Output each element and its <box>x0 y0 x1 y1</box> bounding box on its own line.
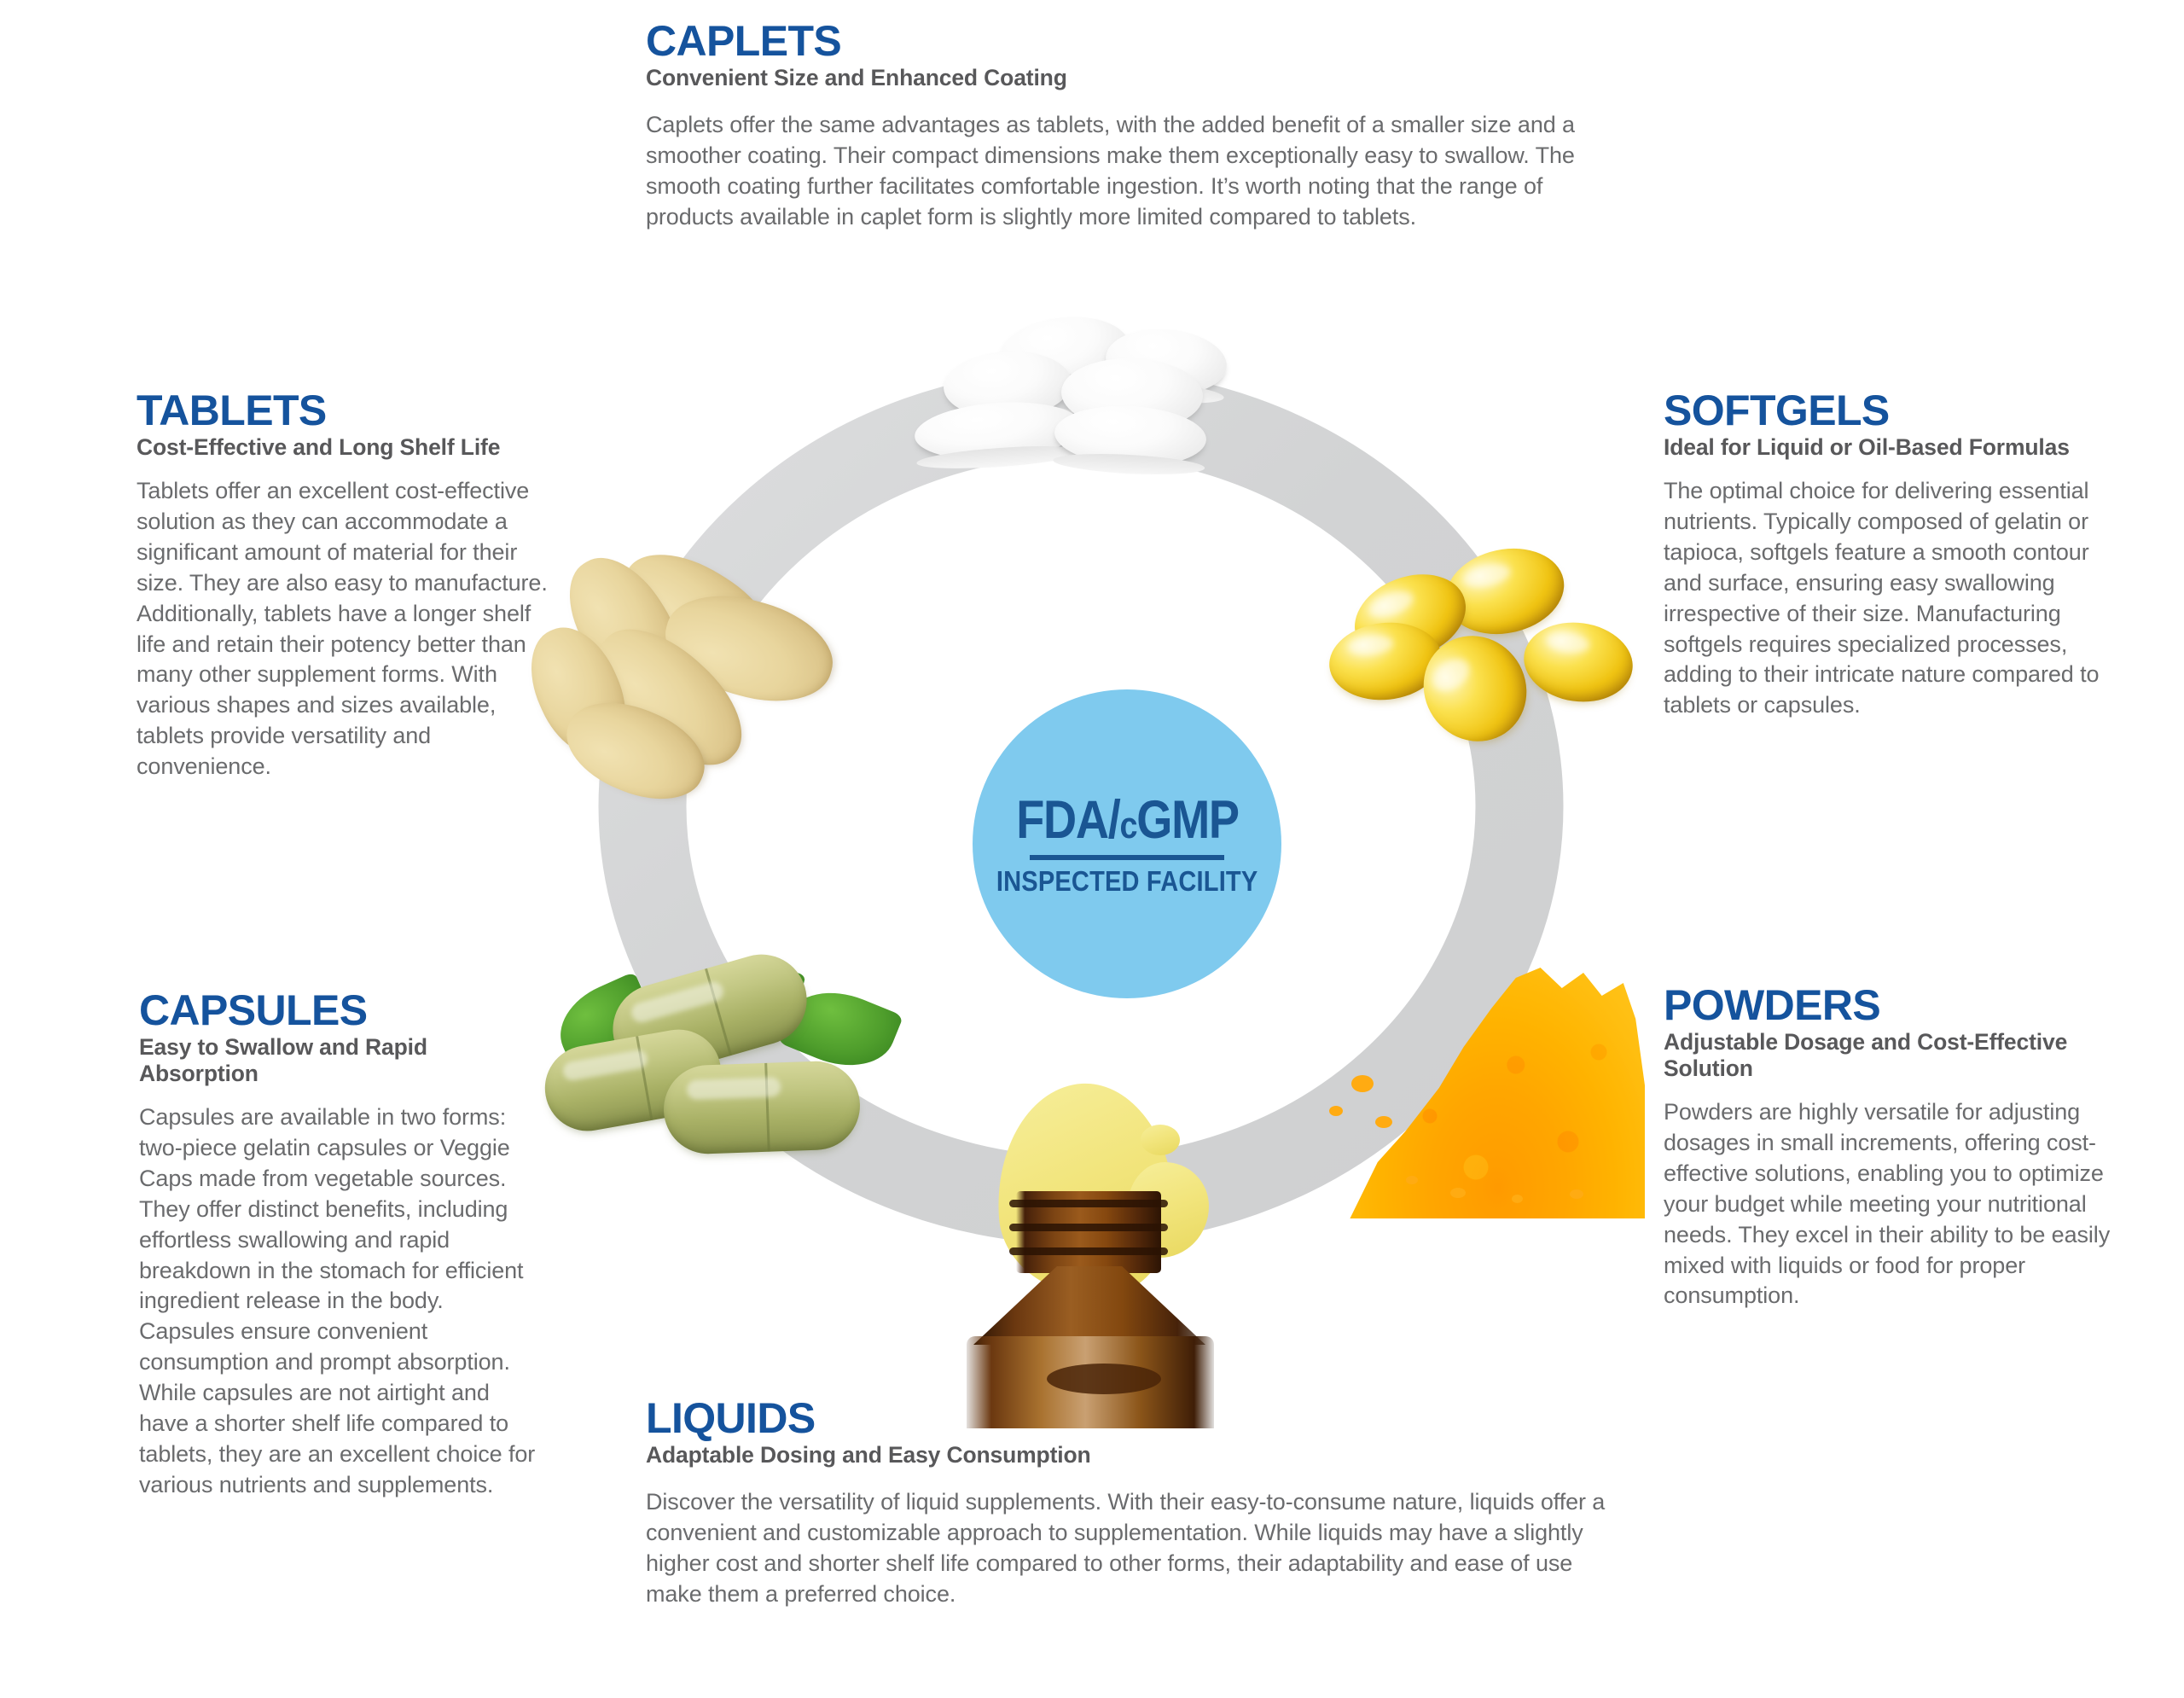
bottle-shoulder <box>973 1266 1205 1345</box>
capsules-body: Capsules are available in two forms: two… <box>139 1104 536 1497</box>
fda-cgmp-badge: FDA/cGMP INSPECTED FACILITY <box>973 689 1281 998</box>
badge-slash: / <box>1107 789 1120 850</box>
bottle-label-shadow <box>1047 1364 1161 1394</box>
caplets-subtitle: Convenient Size and Enhanced Coating <box>646 65 1067 90</box>
tablets-subtitle: Cost-Effective and Long Shelf Life <box>136 434 501 460</box>
powder-product-image <box>1314 947 1655 1246</box>
badge-c-text: c <box>1118 804 1137 846</box>
powders-title: POWDERS <box>1664 981 1881 1029</box>
capsules-subtitle: Easy to Swallow and Rapid Absorption <box>139 1034 427 1086</box>
badge-fda-text: FDA <box>1015 789 1109 850</box>
badge-subtitle: INSPECTED FACILITY <box>996 864 1258 897</box>
section-liquids: LIQUIDS Adaptable Dosing and Easy Consum… <box>646 1396 1627 1610</box>
bottle-thread <box>1009 1224 1168 1231</box>
section-caplets: CAPLETS Convenient Size and Enhanced Coa… <box>646 19 1601 233</box>
bottle-thread <box>1009 1247 1168 1255</box>
liquids-title: LIQUIDS <box>646 1394 816 1442</box>
section-softgels: SOFTGELS Ideal for Liquid or Oil-Based F… <box>1664 388 2120 721</box>
capsules-product-image <box>537 944 909 1218</box>
powders-body: Powders are highly versatile for adjusti… <box>1664 1099 2111 1309</box>
section-capsules: CAPSULES Easy to Swallow and Rapid Absor… <box>139 988 540 1501</box>
section-tablets: TABLETS Cost-Effective and Long Shelf Li… <box>136 388 563 782</box>
powders-subtitle: Adjustable Dosage and Cost-Effective Sol… <box>1664 1029 2068 1081</box>
tablets-product-image <box>514 529 858 817</box>
badge-divider <box>1030 854 1224 860</box>
caplets-title: CAPLETS <box>646 17 842 65</box>
capsules-title: CAPSULES <box>139 986 368 1034</box>
liquid-product-image <box>934 1078 1284 1428</box>
softgels-body: The optimal choice for delivering essent… <box>1664 478 2100 718</box>
softgels-product-image <box>1325 538 1645 783</box>
section-powders: POWDERS Adjustable Dosage and Cost-Effec… <box>1664 983 2116 1311</box>
softgels-title: SOFTGELS <box>1664 387 1890 434</box>
badge-title: FDA/cGMP <box>1016 793 1240 847</box>
liquids-body: Discover the versatility of liquid suppl… <box>646 1489 1606 1607</box>
badge-gmp-text: GMP <box>1136 789 1240 850</box>
liquids-subtitle: Adaptable Dosing and Easy Consumption <box>646 1442 1091 1468</box>
liquid-splash-blob <box>1141 1125 1180 1155</box>
caplets-body: Caplets offer the same advantages as tab… <box>646 112 1575 230</box>
tablets-body: Tablets offer an excellent cost-effectiv… <box>136 478 548 780</box>
softgels-subtitle: Ideal for Liquid or Oil-Based Formulas <box>1664 434 2070 460</box>
bottle-thread <box>1009 1200 1168 1207</box>
caplets-product-image <box>904 311 1271 510</box>
tablets-title: TABLETS <box>136 387 327 434</box>
